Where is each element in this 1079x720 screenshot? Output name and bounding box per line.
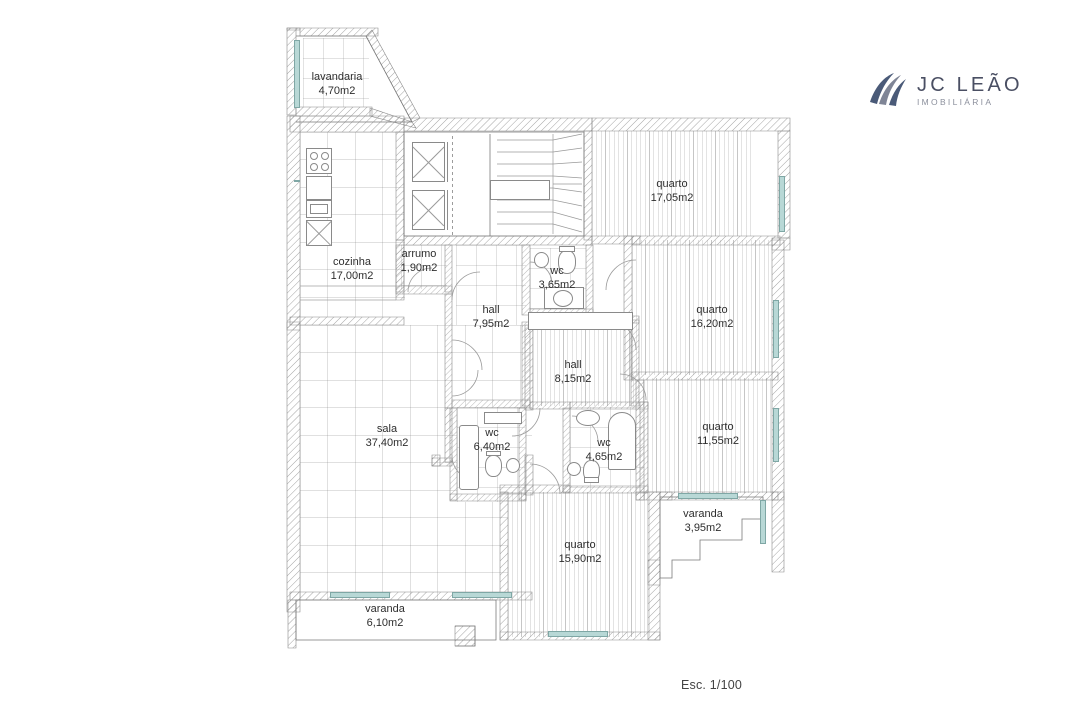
floor-quarto-1: [592, 131, 752, 236]
company-name: JC LEÃO: [917, 74, 1023, 97]
wc3-shower: [608, 412, 636, 470]
floor-quarto-4: [508, 492, 653, 637]
stair-landing-rail: [490, 180, 550, 200]
floor-hall-2: [528, 322, 638, 406]
floor-varanda-1: [658, 497, 763, 567]
wc3-cistern: [584, 477, 599, 483]
window-sala-right: [452, 592, 512, 598]
wc2-sink: [506, 458, 520, 473]
kitchen-counter-1: [306, 176, 332, 200]
wc2-counter: [484, 412, 522, 424]
kitchen-sink-basin: [310, 204, 328, 214]
lobby-dashed-line: [452, 136, 453, 236]
burner-4: [321, 163, 329, 171]
wc3-basin-top: [576, 410, 600, 426]
window-quarto-3-bottom: [678, 493, 738, 499]
window-lavandaria: [294, 40, 300, 108]
company-logo: JC LEÃO IMOBILIÁRIA: [868, 68, 1048, 114]
wc3-bidet: [567, 462, 581, 476]
window-quarto-1: [779, 176, 785, 232]
burner-1: [310, 152, 318, 160]
elevator-door-line-1: [447, 142, 448, 182]
swoosh-logo-icon: [868, 72, 908, 110]
stove-4-burner: [306, 148, 332, 174]
window-quarto-4: [548, 631, 608, 637]
wc1-toilet: [558, 250, 576, 274]
wc2-toilet: [485, 455, 502, 477]
wc1-cistern: [559, 246, 575, 252]
window-quarto-3: [773, 408, 779, 462]
wc1-sink: [534, 252, 549, 268]
window-varanda-1: [760, 500, 766, 544]
elevator-door-line-2: [447, 190, 448, 230]
scale-note: Esc. 1/100: [681, 678, 743, 692]
window-sala-left: [330, 592, 390, 598]
burner-3: [310, 163, 318, 171]
kitchen-appliance: [306, 220, 332, 246]
floor-varanda-2: [296, 600, 496, 640]
elevator-shaft-1: [412, 142, 445, 182]
elevator-shaft-2: [412, 190, 445, 230]
window-cozinha: [294, 180, 300, 182]
stair-lower-landing: [528, 312, 633, 330]
company-tagline: IMOBILIÁRIA: [917, 97, 994, 108]
wc2-cistern: [486, 451, 501, 456]
window-quarto-2: [773, 300, 779, 358]
floor-quarto-3: [643, 378, 772, 493]
floor-arrumo: [401, 245, 447, 289]
floor-quarto-2: [632, 240, 772, 375]
wc2-bathtub: [459, 425, 479, 490]
burner-2: [321, 152, 329, 160]
wc1-bidet: [553, 290, 573, 307]
floor-lavandaria: [303, 38, 369, 107]
